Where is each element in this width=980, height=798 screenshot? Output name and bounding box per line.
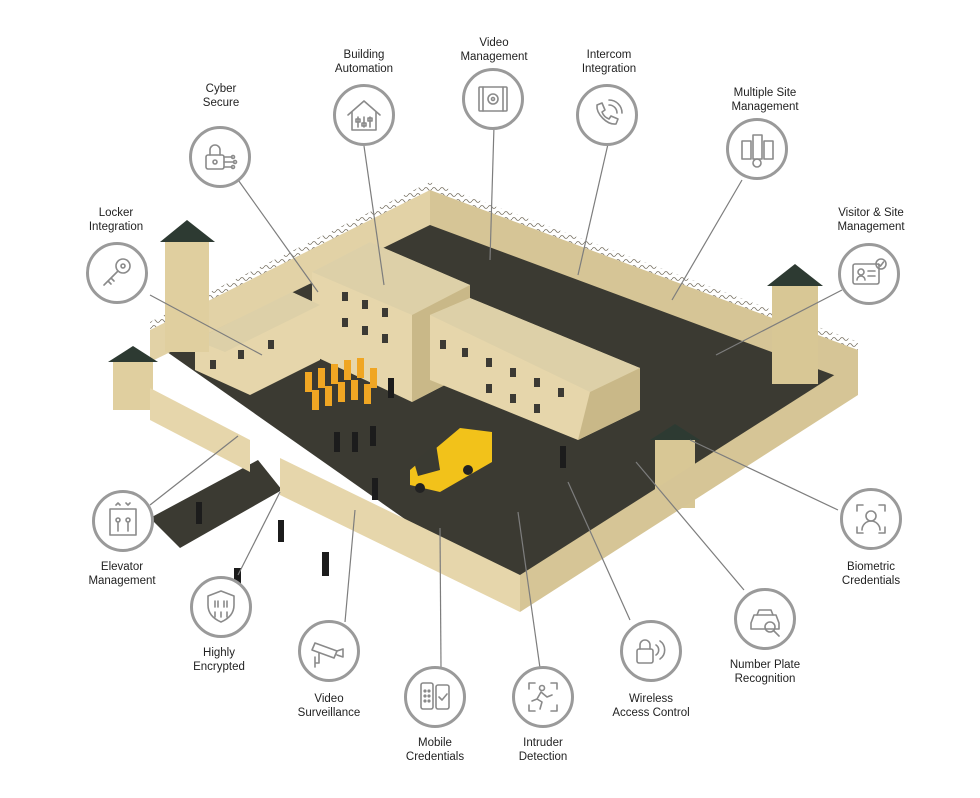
buildings-gear-icon <box>726 118 788 180</box>
prisoner-group <box>305 358 377 410</box>
watch-tower-front-left <box>108 346 158 410</box>
label-cyber-secure: Cyber Secure <box>202 83 240 109</box>
yellow-van <box>410 428 492 493</box>
phone-keypad-icon <box>404 666 466 728</box>
wireless-lock-icon <box>620 620 682 682</box>
label-number-plate-recognition: Number Plate Recognition <box>729 659 801 685</box>
house-sliders-icon <box>333 84 395 146</box>
label-intercom-integration: Intercom Integration <box>581 49 637 75</box>
label-building-automation: Building Automation <box>334 49 394 75</box>
label-wireless-access-control: Wireless Access Control <box>612 693 690 719</box>
perimeter-wall-back-left <box>150 182 430 362</box>
label-locker-integration: Locker Integration <box>88 207 144 233</box>
label-highly-encrypted: Highly Encrypted <box>193 647 245 673</box>
perimeter-wall-front-right <box>520 360 858 612</box>
face-scan-icon <box>840 488 902 550</box>
label-visitor-site-management: Visitor & Site Management <box>837 207 905 233</box>
perimeter-wall-back-right <box>430 182 858 384</box>
phone-signal-icon <box>576 84 638 146</box>
watch-tower-back-left <box>160 220 215 352</box>
label-video-surveillance: Video Surveillance <box>297 693 361 719</box>
label-mobile-credentials: Mobile Credentials <box>405 737 465 763</box>
binary-shield-icon <box>190 576 252 638</box>
elevator-icon <box>92 490 154 552</box>
watch-tower-right <box>767 264 823 384</box>
label-intruder-detection: Intruder Detection <box>518 737 568 763</box>
perimeter-wall-front-left <box>150 388 250 472</box>
car-magnifier-icon <box>734 588 796 650</box>
id-card-check-icon <box>838 243 900 305</box>
padlock-circuit-icon <box>189 126 251 188</box>
running-person-icon <box>512 666 574 728</box>
perimeter-wall-front <box>280 458 520 612</box>
entrance-path <box>150 460 282 548</box>
label-biometric-credentials: Biometric Credentials <box>841 561 901 587</box>
leader-lines <box>149 125 843 669</box>
label-video-management: Video Management <box>460 37 528 63</box>
label-elevator-management: Elevator Management <box>88 561 156 587</box>
cctv-camera-icon <box>298 620 360 682</box>
film-gear-icon <box>462 68 524 130</box>
label-multiple-site-management: Multiple Site Management <box>731 87 799 113</box>
main-building <box>195 242 640 440</box>
key-icon <box>86 242 148 304</box>
